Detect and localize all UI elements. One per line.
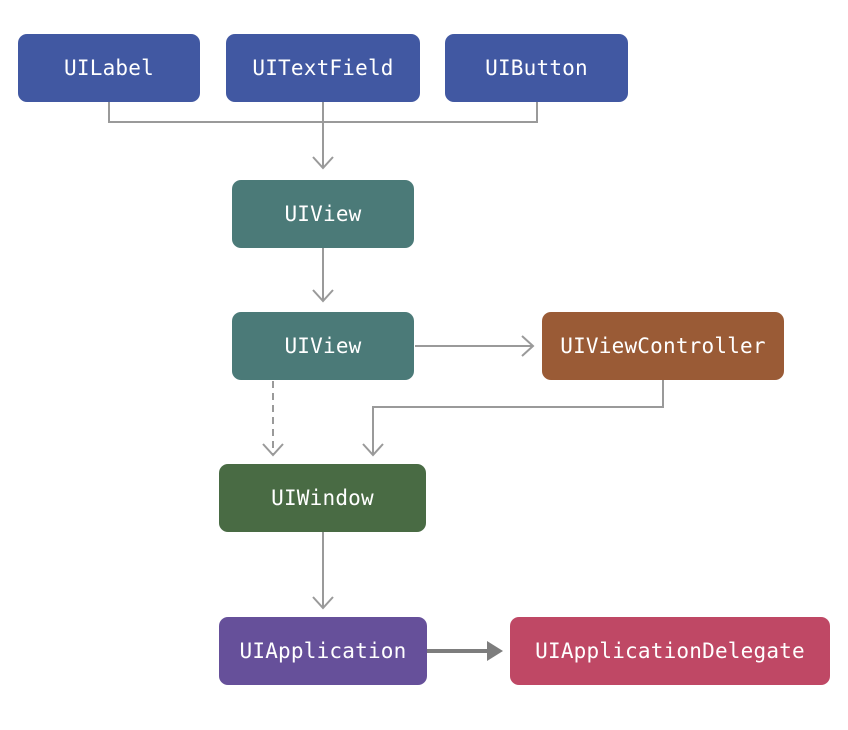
arrowhead-to-uiview-bottom <box>312 289 334 303</box>
arrowhead-to-uiviewcontroller <box>521 335 535 357</box>
uilabel-node: UILabel <box>18 34 200 102</box>
arrowhead-to-uiview-top <box>312 156 334 170</box>
uiviewcontroller-node: UIViewController <box>542 312 784 380</box>
uiview-node-bottom: UIView <box>232 312 414 380</box>
uilabel-label: UILabel <box>64 56 154 80</box>
uitextfield-label: UITextField <box>252 56 394 80</box>
uiapplicationdelegate-node: UIApplicationDelegate <box>510 617 830 685</box>
uiview-bottom-label: UIView <box>284 334 362 358</box>
uiwindow-label: UIWindow <box>271 486 374 510</box>
arrowhead-to-uiapplicationdelegate <box>487 641 503 661</box>
uibutton-node: UIButton <box>445 34 628 102</box>
uiapplication-node: UIApplication <box>219 617 427 685</box>
uitextfield-node: UITextField <box>226 34 420 102</box>
connector-uiviewcontroller-to-uiwindow <box>372 380 664 455</box>
uiview-top-label: UIView <box>284 202 362 226</box>
arrowhead-dashed-to-uiwindow <box>262 443 284 457</box>
uiapplication-label: UIApplication <box>239 639 407 663</box>
uiviewcontroller-label: UIViewController <box>560 334 766 358</box>
uiview-node-top: UIView <box>232 180 414 248</box>
arrowhead-controller-to-uiwindow <box>362 443 384 457</box>
uiwindow-node: UIWindow <box>219 464 426 532</box>
uibutton-label: UIButton <box>485 56 588 80</box>
arrowhead-to-uiapplication <box>312 596 334 610</box>
uiapplicationdelegate-label: UIApplicationDelegate <box>535 639 805 663</box>
